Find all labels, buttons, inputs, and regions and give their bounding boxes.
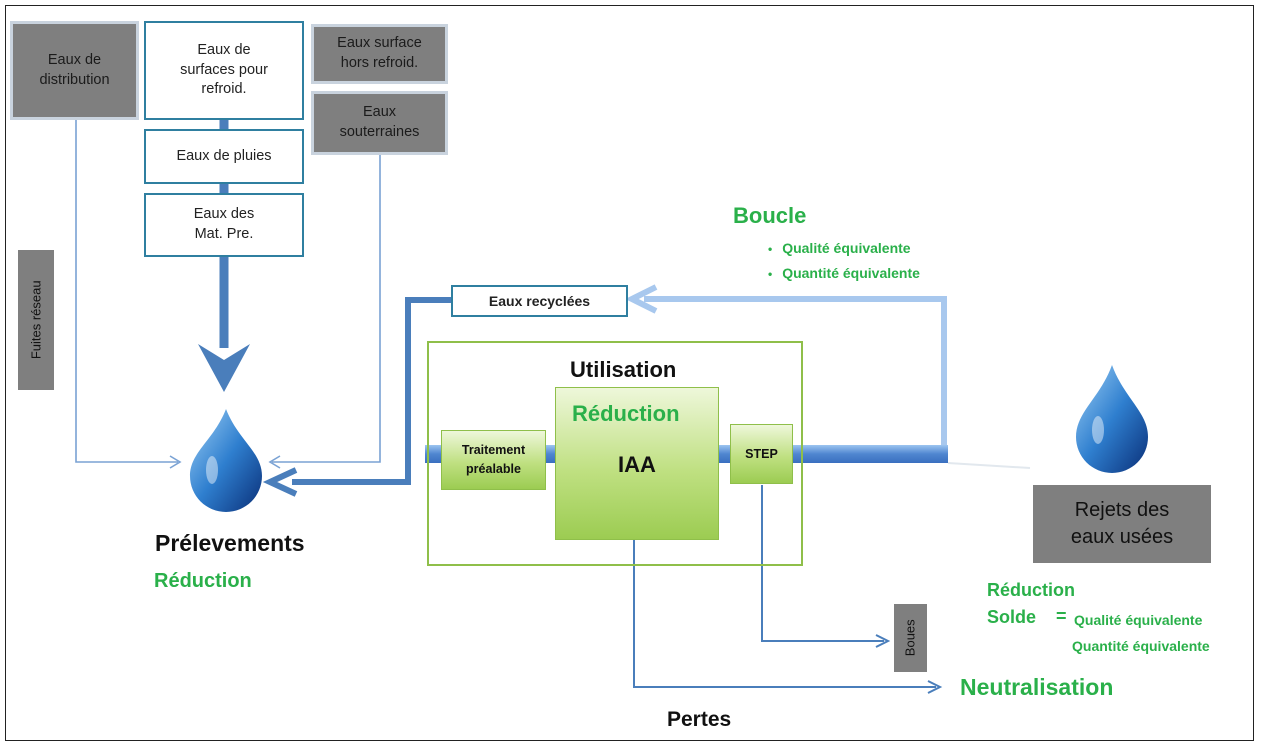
discharge-balance-label: Solde: [987, 607, 1037, 627]
loop-line: [644, 296, 947, 452]
neutralisation-label: Neutralisation: [960, 674, 1114, 700]
water-drop-icon: [190, 409, 262, 512]
recycled-water-box: Eaux recyclées: [451, 285, 628, 317]
loop-arrowhead: [625, 284, 658, 314]
step-box: STEP: [730, 424, 793, 484]
pretreatment-box: Traitement préalable: [441, 430, 546, 490]
loop-bullet: Qualité équivalente: [768, 236, 920, 261]
withdrawals-reduction: Réduction: [154, 570, 252, 592]
sludge-box: Boues: [894, 604, 927, 672]
recycled-line: [292, 297, 452, 485]
discharge-quantity: Quantité équivalente: [1072, 638, 1210, 654]
source-surface-other: Eaux surface hors refroid.: [311, 24, 448, 84]
utilisation-title: Utilisation: [570, 357, 677, 382]
withdrawal-arrowhead: [198, 344, 250, 392]
diagram-frame: [5, 5, 1254, 741]
recycled-arrowhead: [262, 467, 298, 497]
loop-bullets: Qualité équivalente Quantité équivalente: [768, 236, 920, 286]
water-drop-icon: [1076, 365, 1148, 473]
discharge-quality: Qualité équivalente: [1074, 612, 1203, 628]
source-raw-materials: Eaux des Mat. Pre.: [144, 193, 304, 257]
discharge-box: Rejets des eaux usées: [1033, 485, 1211, 563]
pipe-fade: [947, 462, 1031, 469]
source-rain: Eaux de pluies: [144, 129, 304, 184]
discharge-equals: =: [1056, 606, 1067, 626]
underground-link: [272, 155, 381, 463]
loop-bullet: Quantité équivalente: [768, 261, 920, 286]
utilisation-reduction: Réduction: [572, 401, 680, 426]
losses-link: [633, 540, 936, 688]
sludge-link: [761, 485, 884, 642]
iaa-box: IAA: [555, 387, 719, 540]
network-leaks-box: Fuites réseau: [18, 250, 54, 390]
source-surface-cooling: Eaux de surfaces pour refroid.: [144, 21, 304, 120]
source-underground: Eaux souterraines: [311, 91, 448, 155]
loop-title: Boucle: [733, 203, 807, 228]
distribution-link: [75, 120, 178, 463]
discharge-reduction: Réduction: [987, 580, 1075, 600]
losses-label: Pertes: [667, 708, 732, 731]
utilisation-frame: [427, 341, 803, 566]
withdrawals-title: Prélevements: [155, 530, 305, 556]
source-distribution: Eaux de distribution: [10, 21, 139, 120]
